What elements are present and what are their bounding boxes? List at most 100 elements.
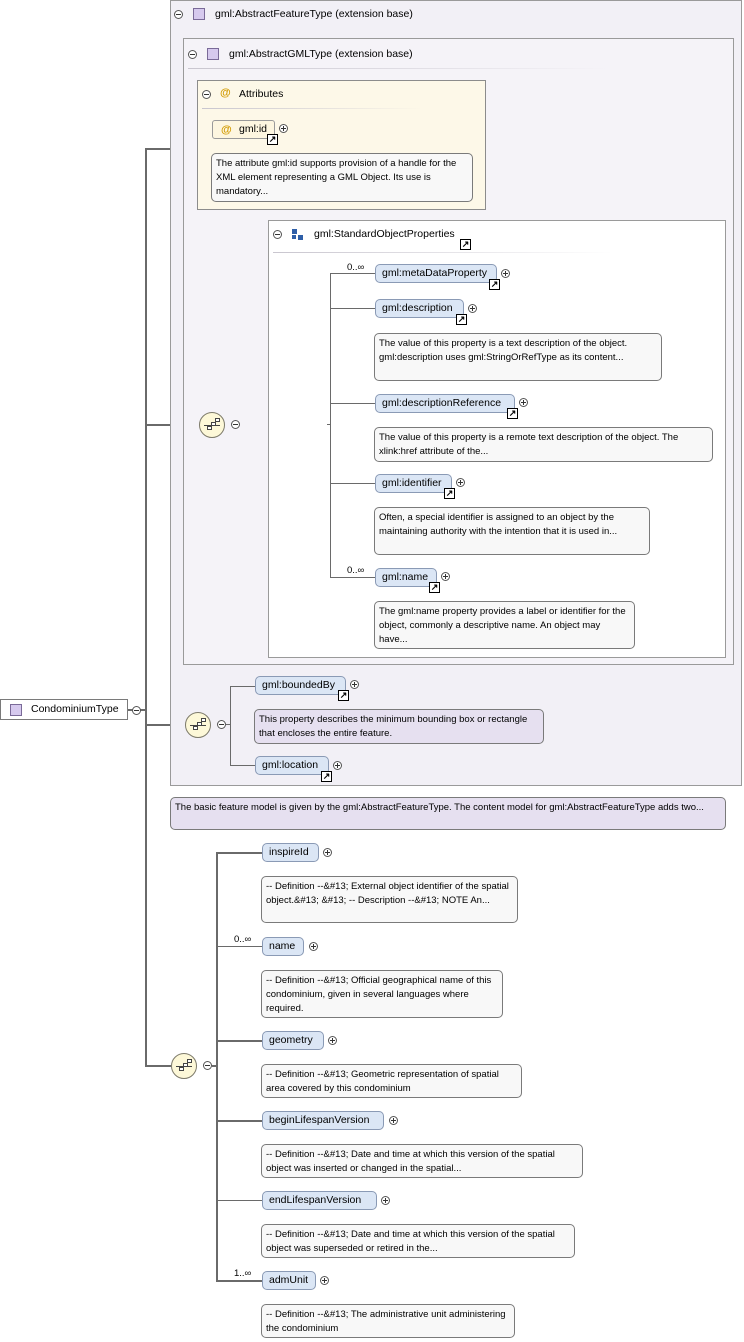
gml-boundedby-element[interactable]: gml:boundedBy	[255, 676, 346, 695]
connector	[145, 724, 185, 726]
gml-location-element[interactable]: gml:location	[255, 756, 329, 775]
connector	[216, 1200, 262, 1201]
cardinality: 1..∞	[234, 1268, 252, 1279]
group-icon	[292, 229, 304, 241]
link-icon[interactable]: ↗	[460, 239, 471, 250]
complex-type-icon	[10, 704, 22, 716]
gml-description-annotation: The value of this property is a text des…	[374, 333, 662, 381]
sequence-compositor-icon[interactable]	[171, 1053, 197, 1079]
sequence-compositor-icon[interactable]	[199, 412, 225, 438]
gml-id-annotation: The attribute gml:id supports provision …	[211, 153, 473, 202]
connector	[212, 1065, 217, 1067]
gml-descriptionreference-annotation: The value of this property is a remote t…	[374, 427, 713, 462]
condominium-type-root[interactable]: CondominiumType	[0, 699, 128, 720]
inspireid-annotation: -- Definition --&#13; External object id…	[261, 876, 518, 923]
gml-name-element[interactable]: gml:name	[375, 568, 437, 587]
connector	[145, 1065, 171, 1067]
gml-metadataproperty-element[interactable]: gml:metaDataProperty	[375, 264, 497, 283]
collapse-sequence-icon[interactable]	[217, 720, 226, 729]
gml-panel-title: gml:AbstractGMLType (extension base)	[229, 48, 413, 60]
connector	[330, 577, 375, 578]
connector	[230, 765, 255, 766]
cardinality: 0..∞	[347, 262, 365, 273]
link-icon[interactable]: ↗	[507, 408, 518, 419]
endlifespanversion-element[interactable]: endLifespanVersion	[262, 1191, 377, 1210]
expand-icon[interactable]	[309, 942, 318, 951]
inspireid-element[interactable]: inspireId	[262, 843, 319, 862]
separator	[188, 68, 608, 69]
link-icon[interactable]: ↗	[444, 488, 455, 499]
connector	[216, 852, 218, 1282]
expand-icon[interactable]	[333, 761, 342, 770]
expand-icon[interactable]	[456, 478, 465, 487]
link-icon[interactable]: ↗	[267, 134, 278, 145]
cardinality: 0..∞	[234, 934, 252, 945]
feature-panel-title: gml:AbstractFeatureType (extension base)	[215, 8, 413, 20]
endlifespanversion-annotation: -- Definition --&#13; Date and time at w…	[261, 1224, 575, 1258]
geometry-annotation: -- Definition --&#13; Geometric represen…	[261, 1064, 522, 1098]
connector	[216, 1040, 262, 1042]
gml-id-attribute[interactable]: @ gml:id	[212, 120, 275, 139]
gml-identifier-element[interactable]: gml:identifier	[375, 474, 452, 493]
name-element[interactable]: name	[262, 937, 304, 956]
connector	[216, 852, 262, 854]
abstract-feature-type-annotation: The basic feature model is given by the …	[170, 797, 726, 830]
group-title: gml:StandardObjectProperties	[314, 228, 455, 240]
connector	[230, 686, 255, 687]
admunit-element[interactable]: admUnit	[262, 1271, 316, 1290]
expand-icon[interactable]	[350, 680, 359, 689]
expand-icon[interactable]	[389, 1116, 398, 1125]
complex-type-icon	[207, 48, 219, 60]
link-icon[interactable]: ↗	[338, 690, 349, 701]
attributes-title: Attributes	[239, 88, 284, 100]
collapse-sequence-icon[interactable]	[231, 420, 240, 429]
connector	[216, 1120, 262, 1122]
geometry-element[interactable]: geometry	[262, 1031, 324, 1050]
connector	[330, 483, 375, 484]
root-label: CondominiumType	[31, 703, 119, 715]
collapse-feature-icon[interactable]	[174, 10, 183, 19]
gml-description-element[interactable]: gml:description	[375, 299, 464, 318]
admunit-annotation: -- Definition --&#13; The administrative…	[261, 1304, 515, 1338]
connector	[230, 686, 231, 766]
connector	[216, 1280, 262, 1282]
connector	[330, 273, 331, 578]
separator	[202, 108, 422, 109]
expand-icon[interactable]	[381, 1196, 390, 1205]
complex-type-icon	[193, 8, 205, 20]
expand-icon[interactable]	[320, 1276, 329, 1285]
attribute-icon: @	[221, 124, 232, 136]
expand-icon[interactable]	[501, 269, 510, 278]
beginlifespanversion-element[interactable]: beginLifespanVersion	[262, 1111, 384, 1130]
connector	[226, 724, 230, 725]
collapse-root-icon[interactable]	[132, 706, 141, 715]
expand-icon[interactable]	[468, 304, 477, 313]
gml-name-annotation: The gml:name property provides a label o…	[374, 601, 635, 649]
link-icon[interactable]: ↗	[429, 582, 440, 593]
collapse-group-icon[interactable]	[273, 230, 282, 239]
connector	[330, 273, 375, 274]
collapse-attributes-icon[interactable]	[202, 90, 211, 99]
link-icon[interactable]: ↗	[321, 771, 332, 782]
sequence-compositor-icon[interactable]	[185, 712, 211, 738]
expand-icon[interactable]	[279, 124, 288, 133]
gml-id-label: gml:id	[239, 123, 268, 135]
connector	[216, 946, 262, 947]
link-icon[interactable]: ↗	[489, 279, 500, 290]
name-annotation: -- Definition --&#13; Official geographi…	[261, 970, 503, 1018]
expand-icon[interactable]	[519, 398, 528, 407]
expand-icon[interactable]	[323, 848, 332, 857]
gml-identifier-annotation: Often, a special identifier is assigned …	[374, 507, 650, 555]
expand-icon[interactable]	[328, 1036, 337, 1045]
expand-icon[interactable]	[441, 572, 450, 581]
beginlifespanversion-annotation: -- Definition --&#13; Date and time at w…	[261, 1144, 583, 1178]
attribute-icon: @	[220, 87, 231, 99]
separator	[273, 252, 613, 253]
collapse-sequence-icon[interactable]	[203, 1061, 212, 1070]
collapse-gml-icon[interactable]	[188, 50, 197, 59]
gml-descriptionreference-element[interactable]: gml:descriptionReference	[375, 394, 515, 413]
link-icon[interactable]: ↗	[456, 314, 467, 325]
connector	[330, 403, 375, 404]
cardinality: 0..∞	[347, 565, 365, 576]
connector	[330, 308, 375, 309]
